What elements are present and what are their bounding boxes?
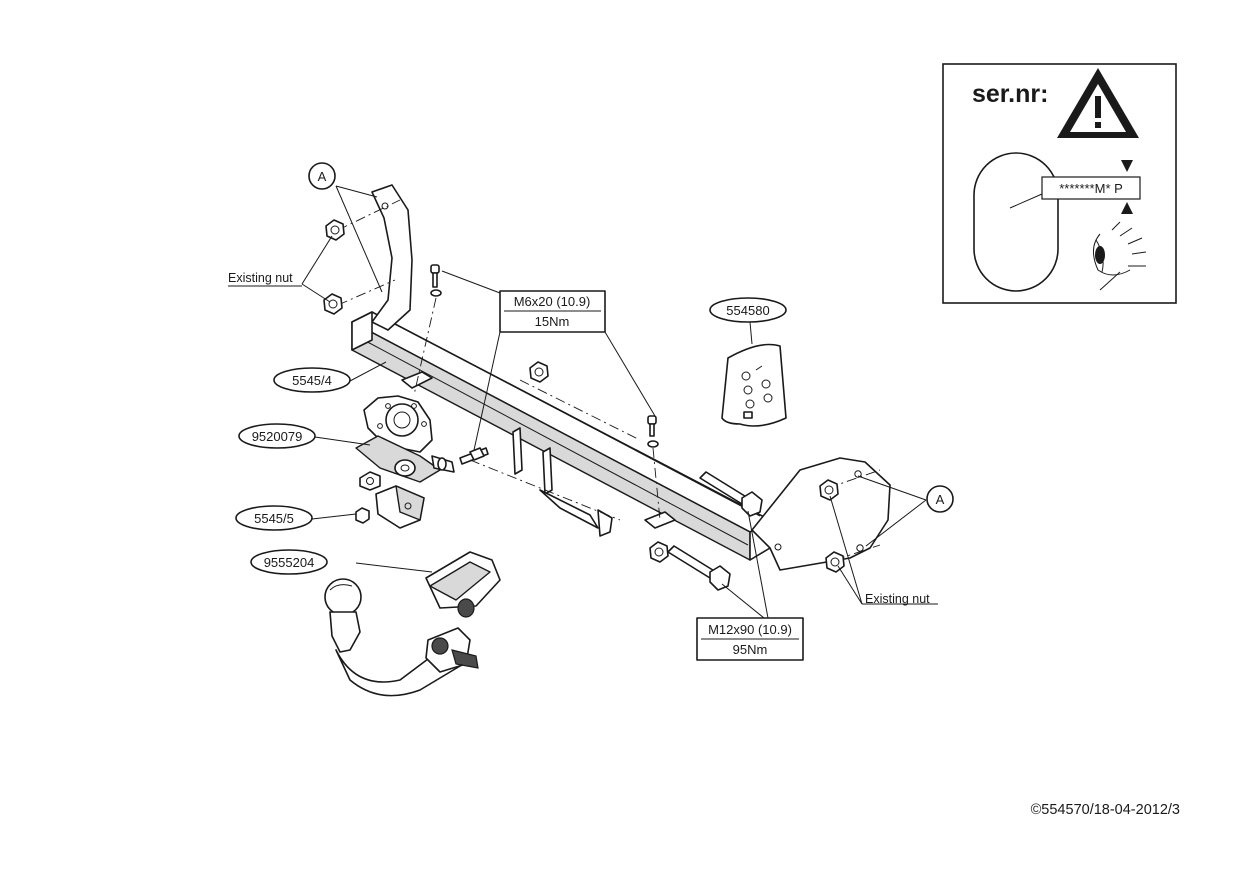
m12-bolt-upper [699, 471, 763, 517]
callout-detail-a-right: A [926, 485, 954, 513]
tow-bar-outline-icon [973, 152, 1059, 292]
holder-block [355, 471, 425, 529]
bottom-nut-right [649, 541, 669, 563]
serial-title: ser.nr: [972, 80, 1048, 108]
callout-9520079-text: 9520079 [252, 429, 303, 444]
callout-554580: 554580 [709, 297, 787, 323]
m12-bolt-lower [667, 545, 731, 591]
eye-icon [1093, 221, 1147, 291]
m6-torque-text: 15Nm [535, 314, 570, 329]
right-side-bracket [751, 457, 891, 571]
m6-bolt-right [647, 415, 661, 521]
left-side-bracket [337, 184, 413, 351]
callout-detail-a-left: A [308, 162, 336, 190]
sticker-tag [721, 343, 787, 427]
bolt-spec-m6: M6x20 (10.9) 15Nm [499, 290, 606, 333]
m6-spec-text: M6x20 (10.9) [514, 294, 591, 309]
callout-5545-5: 5545/5 [235, 505, 313, 531]
existing-nut-right-upper [819, 479, 839, 501]
leader-lines [228, 185, 938, 619]
callout-5545-5-text: 5545/5 [254, 511, 294, 526]
callout-5545-4-text: 5545/4 [292, 373, 332, 388]
callout-a-left-text: A [318, 169, 327, 184]
bolt-spec-m12: M12x90 (10.9) 95Nm [696, 617, 804, 661]
beam-nut-center [519, 361, 641, 441]
socket-plate-assembly [355, 395, 455, 483]
callout-a-right-text: A [936, 492, 945, 507]
m6-bolt-left [413, 264, 442, 396]
existing-nut-left-label: Existing nut [228, 271, 293, 285]
existing-nut-left-lower [323, 293, 343, 315]
callout-9555204-text: 9555204 [264, 555, 315, 570]
existing-nut-right-lower [825, 551, 845, 573]
arrow-down-icon [1121, 160, 1133, 172]
warning-icon [1057, 68, 1139, 138]
existing-nut-left-upper [325, 219, 345, 241]
serial-number-panel: ser.nr: *******M* P [942, 63, 1177, 304]
m12-torque-text: 95Nm [733, 642, 768, 657]
callout-554580-text: 554580 [726, 303, 769, 318]
callout-5545-4: 5545/4 [273, 367, 351, 393]
callout-9520079: 9520079 [238, 423, 316, 449]
serial-plate-text: *******M* P [1059, 181, 1123, 196]
copyright-text: ©554570/18-04-2012/3 [1031, 802, 1180, 818]
m12-spec-text: M12x90 (10.9) [708, 622, 792, 637]
beam-tabs [401, 371, 676, 537]
plate-pointer [1009, 193, 1043, 209]
serial-plate [1041, 176, 1141, 200]
tow-ball-neck [324, 551, 501, 697]
existing-nut-right-label: Existing nut [865, 592, 930, 606]
arrow-up-icon [1121, 202, 1133, 214]
socket-plate-bolts [459, 447, 621, 521]
callout-9555204: 9555204 [250, 549, 328, 575]
